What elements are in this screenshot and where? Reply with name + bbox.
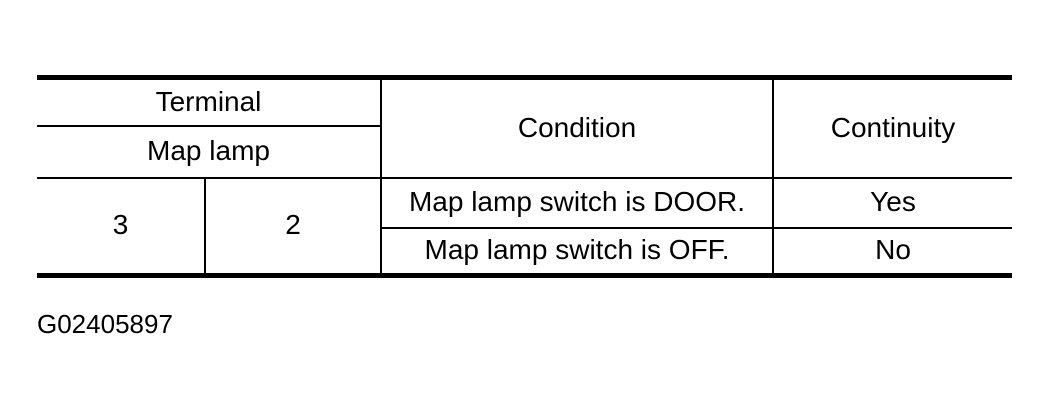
- table-row: Map lamp: [37, 125, 1012, 179]
- continuity-cell-door: Yes: [773, 177, 1012, 229]
- continuity-cell-off: No: [773, 227, 1012, 276]
- table-row: 3 2 Map lamp switch is DOOR. Yes: [37, 177, 1012, 276]
- table-row: Map lamp switch is OFF. No: [37, 227, 1012, 276]
- continuity-header-cell: Continuity: [773, 77, 1012, 179]
- terminal-value-cell-1: 3: [37, 177, 206, 276]
- figure-caption: G02405897: [37, 309, 173, 339]
- table-row: Terminal Condition Continuity: [37, 77, 1012, 179]
- continuity-check-table: Terminal Condition Continuity Map lamp 3…: [37, 75, 1012, 278]
- condition-cell-door: Map lamp switch is DOOR.: [381, 177, 774, 229]
- condition-cell-off: Map lamp switch is OFF.: [381, 227, 774, 276]
- map-lamp-subheader-cell: Map lamp: [37, 125, 382, 179]
- terminal-header-cell: Terminal: [37, 77, 382, 127]
- condition-header-cell: Condition: [381, 77, 774, 179]
- terminal-value-cell-2: 2: [205, 177, 382, 276]
